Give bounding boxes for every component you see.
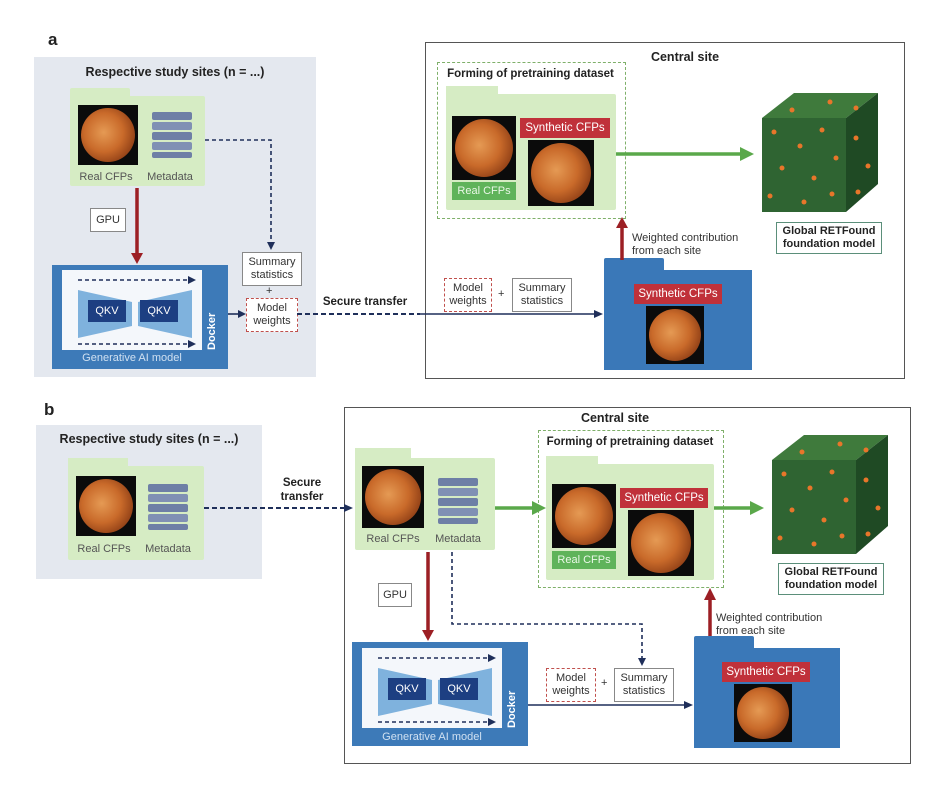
panel-a-blue-synthetic-label: Synthetic CFPs: [634, 284, 722, 304]
panel-a-forming-dataset-box: [437, 62, 626, 219]
panel-b-synthetic-cfp-image: [628, 510, 694, 576]
panel-b-global-model-label: Global RETFound foundation model: [778, 563, 884, 595]
panel-b-real-cfps-label: Real CFPs: [77, 543, 131, 555]
panel-b-study-sites-title: Respective study sites (n = ...): [59, 432, 239, 446]
panel-b-weighted-contribution: Weighted contribution from each site: [716, 612, 823, 637]
fundus-image: [365, 469, 421, 525]
panel-b-secure-transfer-label: Secure transfer: [280, 477, 324, 503]
panel-b-blue-synthetic-image: [734, 684, 792, 742]
panel-a-forming-folder-tab: [446, 86, 498, 96]
panel-a-central-summary-box: Summary statistics: [512, 278, 572, 312]
panel-a-summary-statistics-box: Summary statistics: [242, 252, 302, 286]
panel-a-letter: a: [48, 30, 58, 49]
panel-b-generative-model-label: Generative AI model: [382, 731, 482, 743]
panel-a-central-site-title: Central site: [650, 50, 720, 64]
panel-b-central-metadata-label: Metadata: [435, 533, 481, 545]
panel-b-summary-statistics-box: Summary statistics: [614, 668, 674, 702]
fundus-image: [531, 143, 591, 203]
panel-a-synthetic-cfps-label: Synthetic CFPs: [520, 118, 610, 138]
panel-a-foundation-model-cube: [752, 88, 886, 218]
panel-b-generative-model-inner: [362, 648, 502, 728]
panel-b-forming-folder-tab: [546, 456, 598, 466]
fundus-image: [649, 309, 701, 361]
fundus-image: [737, 687, 789, 739]
panel-a-central-plus: +: [498, 288, 505, 300]
panel-b-blue-folder-tab: [694, 636, 754, 650]
panel-a-synthetic-cfp-image: [528, 140, 594, 206]
panel-b-metadata-label: Metadata: [145, 543, 191, 555]
panel-a-qkv-left: QKV: [88, 300, 126, 322]
panel-b-real-cfp-central: [552, 484, 616, 548]
panel-a-gpu-box: GPU: [90, 208, 126, 232]
panel-b-synthetic-cfps-label: Synthetic CFPs: [620, 488, 708, 508]
panel-a-central-model-weights-box: Model weights: [444, 278, 492, 312]
panel-a-real-cfps-green-label: Real CFPs: [452, 182, 516, 200]
panel-a-model-weights-box: Model weights: [246, 298, 298, 332]
panel-b-central-real-cfps-label: Real CFPs: [366, 533, 420, 545]
panel-b-foundation-model-cube: [762, 430, 896, 560]
panel-b-central-site-title: Central site: [580, 411, 650, 425]
panel-b-forming-dataset-title: Forming of pretraining dataset: [546, 436, 714, 448]
panel-a-blue-folder-tab: [604, 258, 664, 272]
panel-a-docker-label: Docker: [206, 312, 218, 350]
fundus-image: [455, 119, 513, 177]
panel-a-metadata-icon: [150, 110, 194, 160]
panel-b-model-weights-box: Model weights: [546, 668, 596, 702]
panel-b-qkv-left: QKV: [388, 678, 426, 700]
panel-a-blue-synthetic-image: [646, 306, 704, 364]
panel-b-metadata-icon: [146, 482, 190, 532]
fundus-image: [555, 487, 613, 545]
panel-a-plus: +: [266, 285, 273, 297]
panel-b-folder-tab: [68, 458, 128, 468]
panel-a-generative-model-inner: [62, 270, 202, 350]
panel-a-weighted-contribution: Weighted contribution from each site: [632, 232, 739, 257]
panel-a-forming-dataset-title: Forming of pretraining dataset: [447, 68, 614, 80]
fundus-image: [79, 479, 133, 533]
fundus-image: [631, 513, 691, 573]
panel-a-real-cfp-image: [78, 105, 138, 165]
panel-b-gpu-box: GPU: [378, 583, 412, 607]
panel-b-qkv-right: QKV: [440, 678, 478, 700]
panel-a-qkv-right: QKV: [140, 300, 178, 322]
panel-a-global-model-label: Global RETFound foundation model: [776, 222, 882, 254]
panel-b-real-cfps-green-label: Real CFPs: [552, 551, 616, 569]
panel-b-blue-synthetic-label: Synthetic CFPs: [722, 662, 810, 682]
panel-a-secure-transfer-label: Secure transfer: [322, 296, 408, 308]
panel-b-plus: +: [601, 677, 608, 689]
panel-b-central-real-cfp-image: [362, 466, 424, 528]
panel-b-central-metadata-icon: [436, 476, 480, 526]
fundus-image: [81, 108, 135, 162]
panel-b-real-cfp-image: [76, 476, 136, 536]
panel-a-study-sites-title: Respective study sites (n = ...): [85, 65, 265, 79]
panel-b-letter: b: [44, 400, 55, 419]
panel-a-real-cfps-label: Real CFPs: [79, 171, 133, 183]
panel-a-generative-model-label: Generative AI model: [82, 352, 182, 364]
panel-a-folder-tab: [70, 88, 130, 98]
panel-b-docker-label: Docker: [506, 690, 518, 728]
panel-a-real-cfp-central: [452, 116, 516, 180]
panel-b-central-folder-tab: [355, 448, 411, 460]
panel-a-metadata-label: Metadata: [147, 171, 193, 183]
